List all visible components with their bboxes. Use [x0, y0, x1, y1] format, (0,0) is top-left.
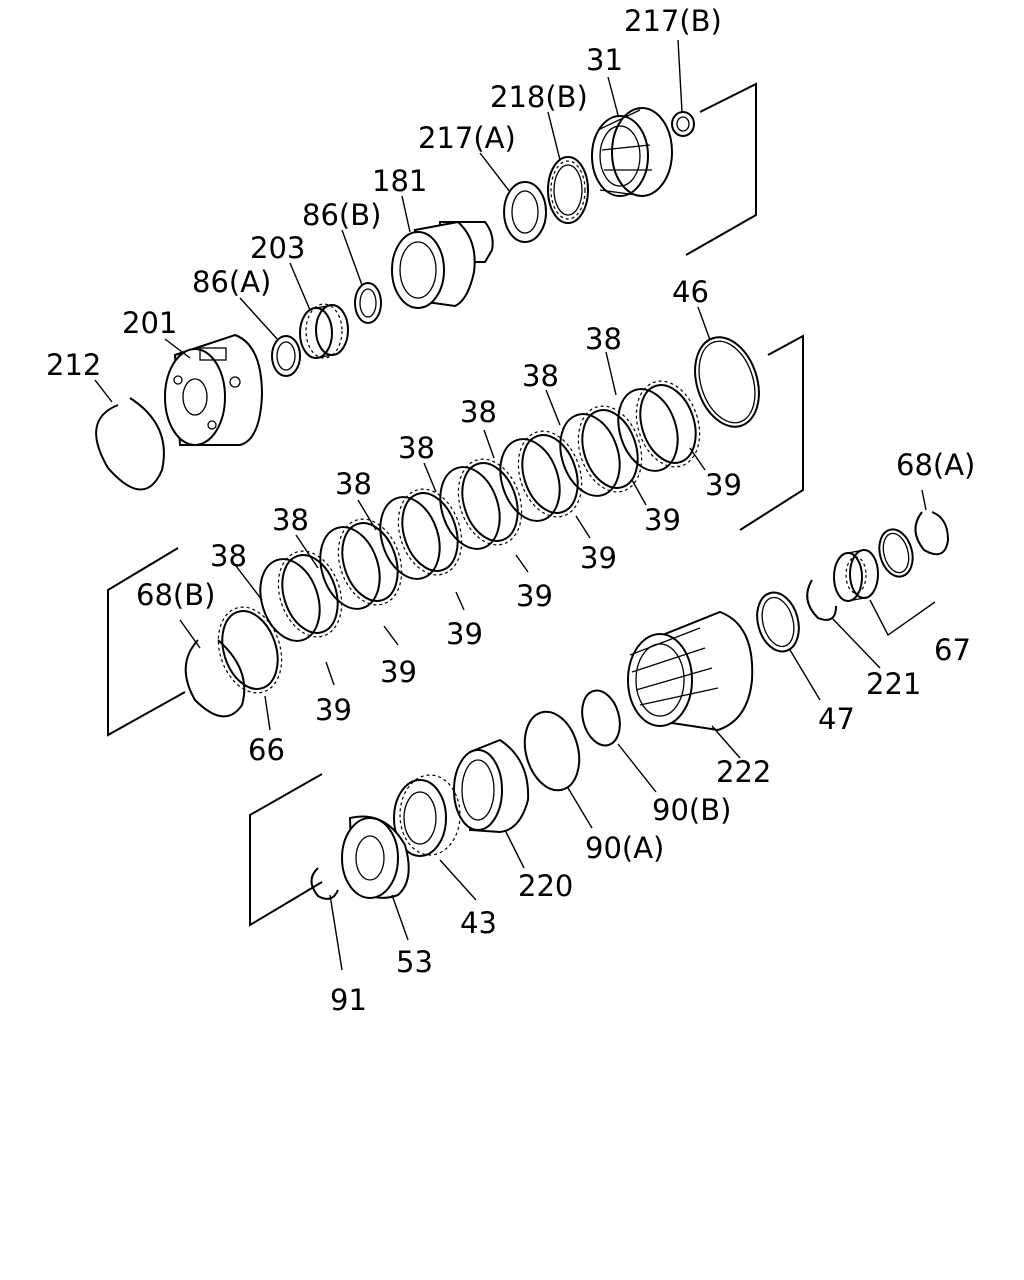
label-221: 221: [866, 667, 921, 701]
bracket-bottom: [249, 773, 323, 927]
bracket-top: [685, 82, 757, 256]
bracket-middle-left: [107, 547, 186, 737]
part-90a-oring: [523, 710, 581, 792]
label-39-f: 39: [380, 655, 417, 689]
label-212: 212: [46, 348, 101, 382]
label-38-e: 38: [335, 467, 372, 501]
part-217a-thrust-washer: [503, 181, 547, 243]
label-86b: 86(B): [302, 198, 381, 232]
label-90b: 90(B): [652, 793, 731, 827]
part-67-one-way-clutch: [833, 549, 879, 602]
label-31: 31: [586, 43, 623, 77]
label-181: 181: [372, 164, 427, 198]
part-91-snap-ring: [310, 867, 339, 900]
label-203: 203: [250, 231, 305, 265]
label-86a: 86(A): [192, 265, 271, 299]
part-86a-thrust-washer: [271, 335, 301, 377]
label-39-e: 39: [446, 617, 483, 651]
part-90b-oring: [581, 689, 621, 747]
label-90a: 90(A): [585, 831, 664, 865]
label-38-g: 38: [210, 539, 247, 573]
label-91: 91: [330, 983, 367, 1017]
label-68b: 68(B): [136, 578, 215, 612]
label-39-g: 39: [315, 693, 352, 727]
label-39-a: 39: [705, 468, 742, 502]
label-68a: 68(A): [896, 448, 975, 482]
label-217b: 217(B): [624, 4, 722, 38]
part-218b-bearing: [547, 156, 589, 224]
clutch-plates: [217, 380, 701, 694]
label-38-d: 38: [398, 431, 435, 465]
part-86b-thrust-washer: [354, 282, 382, 324]
part-68b-snap-ring: [184, 639, 246, 718]
part-201-carrier: [164, 333, 264, 446]
part-68a-snap-ring: [914, 511, 950, 556]
part-47-ring: [756, 591, 800, 653]
part-221-snap-ring: [806, 579, 837, 621]
label-218b: 218(B): [490, 80, 588, 114]
part-53-plate: [341, 815, 410, 899]
part-181-hub: [391, 220, 494, 309]
label-53: 53: [396, 945, 433, 979]
part-67-ring: [878, 528, 914, 578]
part-43-spring-retainer: [393, 774, 461, 857]
label-43: 43: [460, 906, 497, 940]
label-67: 67: [934, 633, 971, 667]
label-217a: 217(A): [418, 121, 516, 155]
part-46-ring: [694, 336, 760, 428]
label-38-f: 38: [272, 503, 309, 537]
bracket-67: [869, 599, 936, 637]
part-203-pinion-gear: [299, 303, 349, 359]
part-212-snap-ring: [95, 397, 165, 491]
bracket-middle-right: [739, 334, 804, 531]
label-39-b: 39: [644, 503, 681, 537]
label-39-d: 39: [516, 579, 553, 613]
part-220-piston: [453, 738, 530, 834]
part-31-ring-gear: [591, 107, 673, 197]
label-38-a: 38: [585, 322, 622, 356]
label-47: 47: [818, 702, 855, 736]
label-39-c: 39: [580, 541, 617, 575]
label-220: 220: [518, 869, 573, 903]
label-38-c: 38: [460, 395, 497, 429]
label-38-b: 38: [522, 359, 559, 393]
part-217b-snap-ring: [671, 111, 695, 137]
leader-lines: [94, 39, 927, 971]
label-222: 222: [716, 755, 771, 789]
label-66: 66: [248, 733, 285, 767]
part-222-drum: [627, 610, 754, 732]
label-46: 46: [672, 275, 709, 309]
label-201: 201: [122, 306, 177, 340]
